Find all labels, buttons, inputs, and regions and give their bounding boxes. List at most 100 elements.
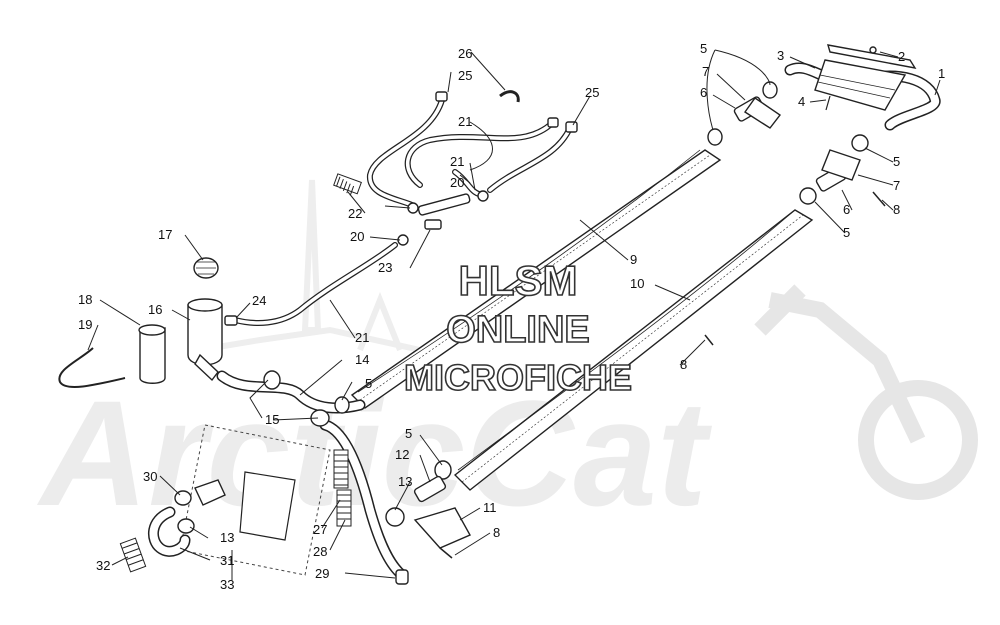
clamp-5-c — [851, 134, 869, 152]
callout-24: 24 — [252, 293, 266, 308]
spring-32 — [119, 537, 147, 573]
clamp-5-f — [334, 396, 350, 414]
callout-11: 11 — [483, 500, 497, 515]
tie-8-b — [704, 334, 714, 346]
watermark-line1: HLSM — [459, 257, 578, 304]
callout-2: 2 — [898, 49, 905, 64]
bottle-outlet — [194, 353, 219, 382]
callout-3: 3 — [777, 48, 784, 63]
tie-4 — [825, 95, 831, 111]
text-watermark: HLSM ONLINE MICROFICHE — [403, 256, 633, 399]
clamp-5-a — [762, 81, 778, 99]
tie-8-c — [439, 547, 453, 559]
callout-6-b: 6 — [843, 202, 850, 217]
callout-30: 30 — [143, 469, 157, 484]
callout-32: 32 — [96, 558, 110, 573]
motorcycle-watermark-icon — [754, 284, 978, 500]
callout-5-a: 5 — [700, 41, 707, 56]
fitting-23-stub — [424, 219, 442, 230]
callout-20-a: 20 — [450, 175, 464, 190]
callout-5-d: 5 — [365, 376, 372, 391]
callout-1: 1 — [938, 66, 945, 81]
clamp-20-b — [477, 190, 489, 202]
clamp-5-b — [707, 128, 723, 146]
tower-watermark-icon — [199, 179, 421, 353]
clamp-25-left — [435, 91, 448, 102]
leader-lines — [87, 49, 941, 580]
callout-10: 10 — [630, 276, 644, 291]
left-lower-fittings — [119, 479, 226, 573]
sleeve-12 — [413, 475, 447, 503]
callout-5-c: 5 — [843, 225, 850, 240]
clamp-5-d — [799, 187, 817, 205]
callout-8-a: 8 — [893, 202, 900, 217]
clamp-5-e — [263, 370, 281, 390]
elbow-30 — [194, 479, 226, 506]
bracket-18 — [139, 327, 166, 384]
front-connector-assembly — [707, 44, 941, 207]
callout-8-b: 8 — [680, 357, 687, 372]
callout-28: 28 — [313, 544, 327, 559]
springs-27-28 — [333, 449, 352, 527]
callout-labels: 1 2 3 4 5 5 5 5 5 6 6 7 7 8 8 8 9 10 11 … — [78, 41, 945, 592]
shield-3 — [814, 59, 907, 111]
callout-21-a: 21 — [458, 114, 472, 129]
callout-33: 33 — [220, 577, 234, 592]
callout-26: 26 — [458, 46, 472, 61]
right-lower-fittings — [385, 334, 714, 559]
heat-exchanger-10 — [453, 209, 814, 491]
tee-fitting-23 — [417, 193, 471, 216]
callout-15: 15 — [265, 412, 279, 427]
lower-hose-assembly — [216, 370, 409, 585]
guard-7-a — [744, 97, 782, 129]
callout-6-a: 6 — [700, 85, 707, 100]
callout-13-b: 13 — [220, 530, 234, 545]
hose-21-a — [366, 97, 445, 208]
callout-14: 14 — [355, 352, 369, 367]
guard-7-b — [821, 149, 861, 181]
guard-11 — [413, 507, 471, 549]
clamp-25-right-b — [565, 121, 578, 133]
bracket-2 — [827, 44, 917, 69]
callout-5-b: 5 — [893, 154, 900, 169]
fitting-29 — [395, 569, 409, 585]
callout-27: 27 — [313, 522, 327, 537]
callout-22: 22 — [348, 206, 362, 221]
callout-19: 19 — [78, 317, 92, 332]
callout-12: 12 — [395, 447, 409, 462]
bottle-16 — [187, 304, 223, 366]
clamp-24 — [224, 315, 238, 326]
callout-21-c: 21 — [355, 330, 369, 345]
watermark-line3: MICROFICHE — [404, 357, 632, 398]
clamp-13-b — [177, 518, 195, 534]
callout-8-c: 8 — [493, 525, 500, 540]
spring-clip-26 — [499, 90, 520, 103]
upper-hose-assembly — [224, 90, 578, 326]
clamp-25-right-a — [547, 117, 559, 128]
callout-31: 31 — [220, 553, 234, 568]
callout-7-b: 7 — [893, 178, 900, 193]
callout-13-a: 13 — [398, 474, 412, 489]
coolant-reservoir — [58, 257, 223, 388]
clamp-13-a — [385, 507, 405, 527]
radiator-panel — [179, 424, 331, 576]
callout-4: 4 — [798, 94, 805, 109]
tie-8-a — [872, 191, 886, 207]
callout-25-a: 25 — [458, 68, 472, 83]
callout-17: 17 — [158, 227, 172, 242]
callout-18: 18 — [78, 292, 92, 307]
callout-20-b: 20 — [350, 229, 364, 244]
watermark-line2: ONLINE — [446, 309, 590, 351]
callout-25-b: 25 — [585, 85, 599, 100]
callout-29: 29 — [315, 566, 329, 581]
callout-7-a: 7 — [702, 64, 709, 79]
callout-9: 9 — [630, 252, 637, 267]
callout-16: 16 — [148, 302, 162, 317]
clamp-5-g — [434, 460, 452, 480]
callout-21-b: 21 — [450, 154, 464, 169]
spring-22 — [333, 173, 362, 196]
callout-23: 23 — [378, 260, 392, 275]
strap-19 — [58, 347, 126, 388]
